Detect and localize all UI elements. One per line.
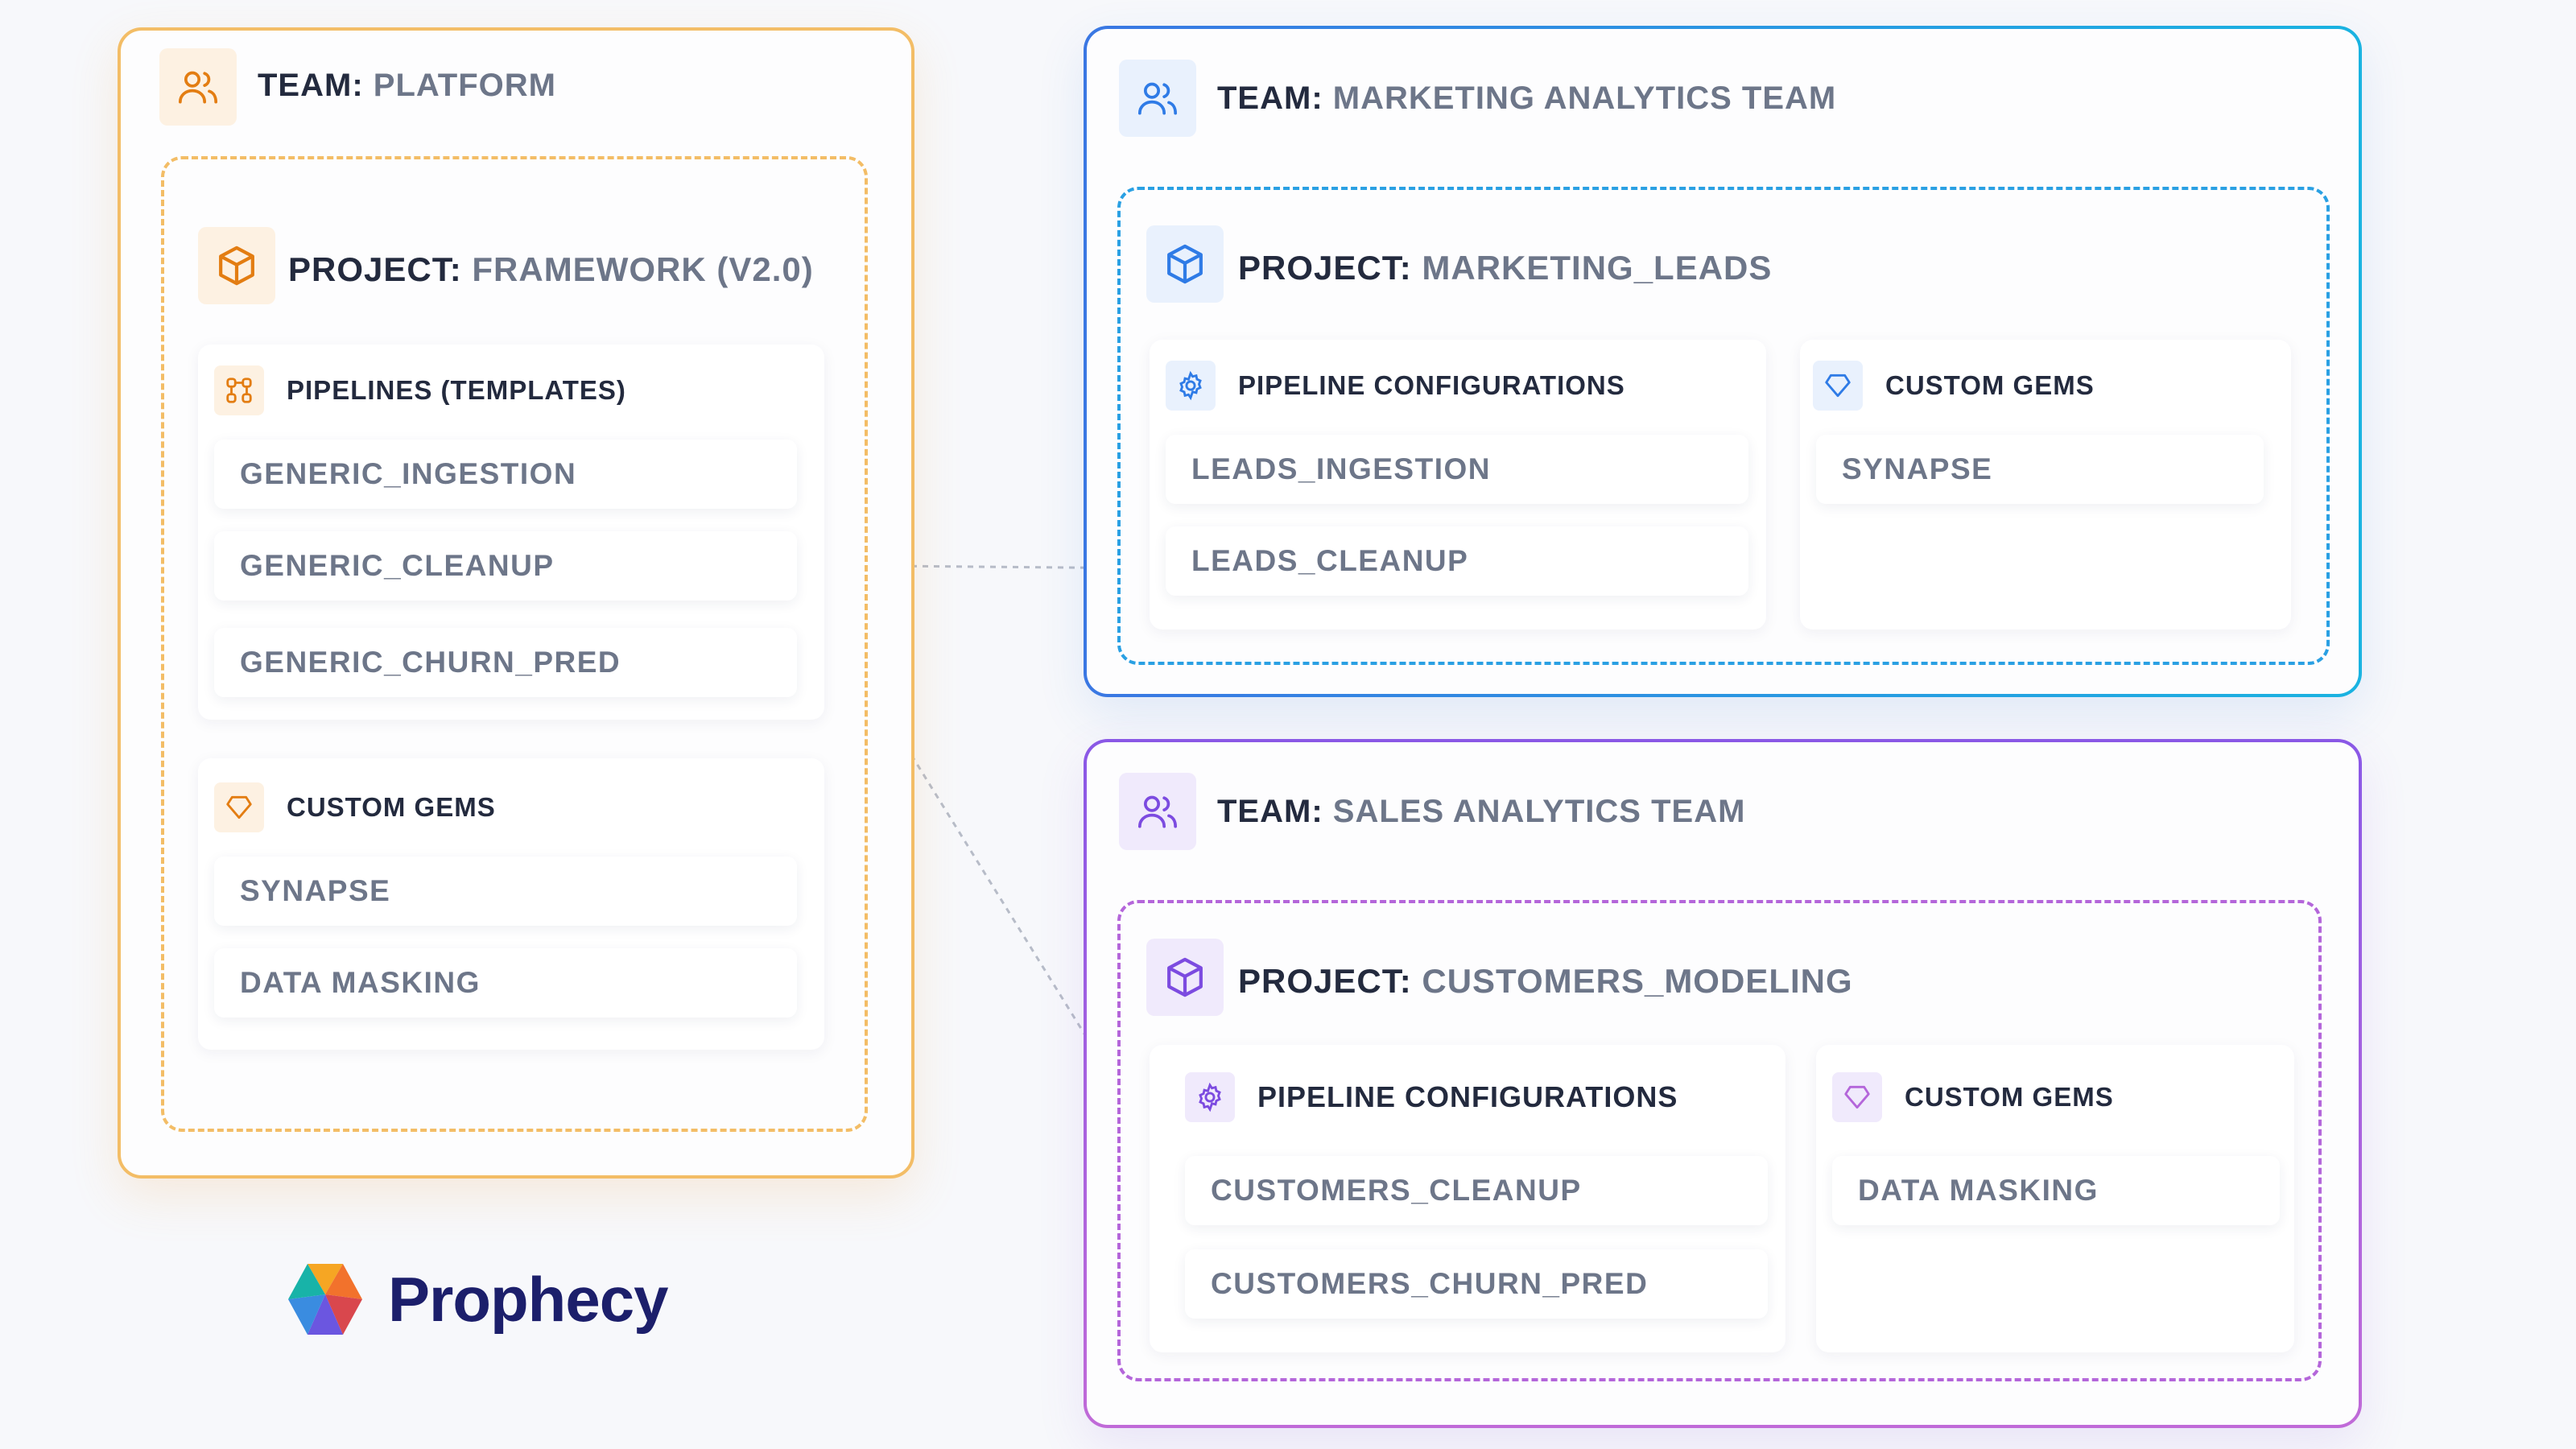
team-title: TEAM: PLATFORM	[258, 68, 556, 103]
connector-generic-cleanup-to-customers-cleanup	[797, 572, 1187, 1199]
gem-item-data-masking[interactable]: DATA MASKING	[214, 948, 797, 1018]
project-customers-modeling: PROJECT: CUSTOMERS_MODELING PIPELINE CON…	[1117, 900, 2322, 1381]
cube-icon	[198, 227, 275, 304]
cube-icon	[1146, 939, 1224, 1016]
section-pipeline-configurations: PIPELINE CONFIGURATIONS CUSTOMERS_CLEANU…	[1150, 1045, 1785, 1352]
pipeline-nodes-icon	[214, 365, 264, 415]
pipeline-item-leads-cleanup[interactable]: LEADS_CLEANUP	[1166, 526, 1748, 596]
section-title: CUSTOM GEMS	[1885, 370, 2095, 400]
prophecy-logo: Prophecy	[285, 1262, 668, 1336]
gem-icon	[1832, 1072, 1882, 1122]
section-title: CUSTOM GEMS	[287, 792, 496, 822]
section-title: PIPELINE CONFIGURATIONS	[1257, 1080, 1678, 1113]
pipeline-item-generic-ingestion[interactable]: GENERIC_INGESTION	[214, 440, 797, 509]
pipeline-item-customers-churn-pred[interactable]: CUSTOMERS_CHURN_PRED	[1185, 1249, 1768, 1319]
section-title: PIPELINES (TEMPLATES)	[287, 375, 626, 405]
section-custom-gems: CUSTOM GEMS DATA MASKING	[1816, 1045, 2294, 1352]
team-marketing-card: TEAM: MARKETING ANALYTICS TEAM PROJECT: …	[1084, 26, 2362, 697]
team-title: TEAM: MARKETING ANALYTICS TEAM	[1217, 80, 1837, 116]
team-platform-card: TEAM: PLATFORM PROJECT: FRAMEWORK (V2.0)…	[118, 27, 914, 1179]
project-title: PROJECT: FRAMEWORK (V2.0)	[288, 250, 814, 288]
project-framework: PROJECT: FRAMEWORK (V2.0) PIPELINES (TEM…	[161, 156, 868, 1132]
section-custom-gems: CUSTOM GEMS SYNAPSE DATA MASKING	[198, 758, 824, 1050]
section-pipelines-templates: PIPELINES (TEMPLATES) GENERIC_INGESTION …	[198, 345, 824, 720]
team-sales-card: TEAM: SALES ANALYTICS TEAM PROJECT: CUST…	[1084, 739, 2362, 1428]
users-icon	[159, 48, 237, 126]
users-icon	[1119, 773, 1196, 850]
pipeline-item-customers-cleanup[interactable]: CUSTOMERS_CLEANUP	[1185, 1156, 1768, 1225]
project-title: PROJECT: CUSTOMERS_MODELING	[1238, 962, 1853, 1000]
gem-item-data-masking[interactable]: DATA MASKING	[1832, 1156, 2280, 1225]
gem-item-synapse[interactable]: SYNAPSE	[214, 857, 797, 926]
users-icon	[1119, 60, 1196, 137]
gem-icon	[1813, 361, 1863, 411]
section-title: PIPELINE CONFIGURATIONS	[1238, 370, 1625, 400]
section-pipeline-configurations: PIPELINE CONFIGURATIONS LEADS_INGESTION …	[1150, 340, 1766, 630]
cube-icon	[1146, 225, 1224, 303]
project-marketing-leads: PROJECT: MARKETING_LEADS PIPELINE CONFIG…	[1117, 187, 2330, 665]
gem-icon	[214, 782, 264, 832]
gear-icon	[1185, 1072, 1235, 1122]
logo-text: Prophecy	[388, 1263, 668, 1335]
pipeline-item-leads-ingestion[interactable]: LEADS_INGESTION	[1166, 435, 1748, 504]
pipeline-item-generic-churn-pred[interactable]: GENERIC_CHURN_PRED	[214, 628, 797, 697]
section-custom-gems: CUSTOM GEMS SYNAPSE	[1800, 340, 2291, 630]
project-title: PROJECT: MARKETING_LEADS	[1238, 249, 1773, 287]
gem-item-synapse[interactable]: SYNAPSE	[1816, 435, 2264, 504]
prophecy-logo-icon	[288, 1264, 362, 1335]
team-title: TEAM: SALES ANALYTICS TEAM	[1217, 794, 1746, 829]
pipeline-item-generic-cleanup[interactable]: GENERIC_CLEANUP	[214, 531, 797, 601]
gear-icon	[1166, 361, 1216, 411]
section-title: CUSTOM GEMS	[1905, 1082, 2114, 1112]
